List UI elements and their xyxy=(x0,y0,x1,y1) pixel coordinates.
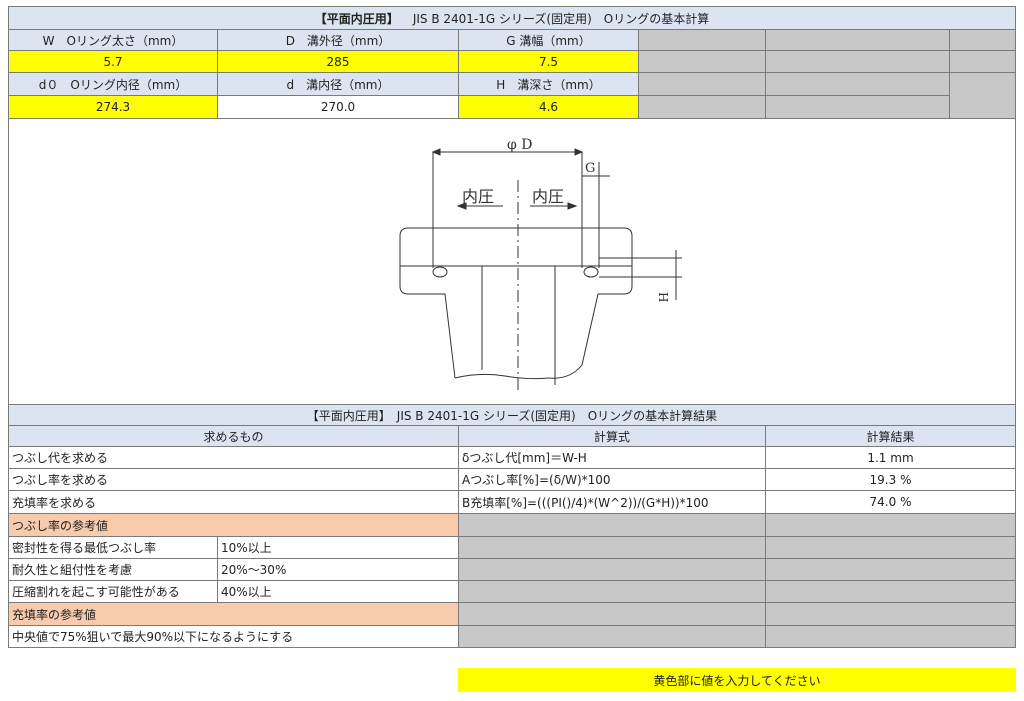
ref-value: 10%以上 xyxy=(217,536,459,559)
ref-label: 圧縮割れを起こす可能性がある xyxy=(8,580,218,603)
arrow-icon xyxy=(567,202,578,210)
empty-cell xyxy=(765,602,1016,626)
empty-cell xyxy=(458,580,766,603)
empty-cell xyxy=(458,602,766,626)
row-result: 19.3 % xyxy=(765,468,1016,491)
o-ring-right xyxy=(583,266,599,278)
empty-cell xyxy=(458,558,766,581)
top-table-title: 【平面内圧用】 JIS B 2401-1G シリーズ(固定用) Oリングの基本計… xyxy=(8,6,1016,30)
label-pressure-left: 内圧 xyxy=(462,187,494,206)
label-H: H 溝深さ（mm） xyxy=(458,72,639,96)
ref-fill-title: 充填率の参考値 xyxy=(8,602,459,626)
label-d0: d０ Oリング内径（mm） xyxy=(8,72,218,96)
result-title: 【平面内圧用】 JIS B 2401-1G シリーズ(固定用) Oリングの基本計… xyxy=(8,404,1016,426)
input-d0[interactable]: 274.3 xyxy=(8,95,218,119)
empty-cell xyxy=(765,536,1016,559)
arrow-icon xyxy=(456,202,467,210)
ref-label: 密封性を得る最低つぶし率 xyxy=(8,536,218,559)
label-H-dim: H xyxy=(656,292,670,302)
ref-compression-title: つぶし率の参考値 xyxy=(8,513,459,537)
empty-cell xyxy=(765,580,1016,603)
empty-cell xyxy=(458,536,766,559)
empty-cell xyxy=(458,625,766,648)
label-d: d 溝内径（mm） xyxy=(217,72,459,96)
row-item: つぶし率を求める xyxy=(8,468,459,491)
label-G-dim: G xyxy=(585,161,595,176)
flange-outline xyxy=(399,227,633,379)
row-result: 74.0 % xyxy=(765,490,1016,514)
label-phiD: φ D xyxy=(507,137,532,153)
o-ring-left xyxy=(432,266,448,278)
empty-cell xyxy=(765,558,1016,581)
top-title-bold: 【平面内圧用】 xyxy=(314,11,399,26)
header-result: 計算結果 xyxy=(765,425,1016,447)
row-result: 1.1 mm xyxy=(765,446,1016,469)
input-G[interactable]: 7.5 xyxy=(458,50,639,73)
label-pressure-right: 内圧 xyxy=(532,187,564,206)
drawing-frame xyxy=(8,118,1016,405)
row-formula: B充填率[%]=(((PI()/4)*(W^2))/(G*H))*100 xyxy=(458,490,766,514)
row-formula: δつぶし代[mm]＝W-H xyxy=(458,446,766,469)
header-formula: 計算式 xyxy=(458,425,766,447)
footer-note: 黄色部に値を入力してください xyxy=(458,668,1016,692)
ref-value: 20%～30% xyxy=(217,558,459,581)
header-item: 求めるもの xyxy=(8,425,459,447)
ref-label: 耐久性と組付性を考慮 xyxy=(8,558,218,581)
arrow-icon xyxy=(574,148,584,156)
break-line xyxy=(454,373,549,380)
empty-cell xyxy=(638,72,766,96)
arrow-icon xyxy=(431,148,441,156)
label-G: G 溝幅（mm） xyxy=(458,29,639,51)
top-title-rest: JIS B 2401-1G シリーズ(固定用) Oリングの基本計算 xyxy=(412,11,710,26)
ref-value: 40%以上 xyxy=(217,580,459,603)
empty-cell xyxy=(765,625,1016,648)
empty-cell xyxy=(765,513,1016,537)
row-item: つぶし代を求める xyxy=(8,446,459,469)
row-item: 充填率を求める xyxy=(8,490,459,514)
ref-fill-row: 中央値で75%狙いで最大90%以下になるようにする xyxy=(8,625,459,648)
empty-cell xyxy=(458,513,766,537)
empty-cell xyxy=(765,72,950,96)
row-formula: Aつぶし率[%]=(δ/W)*100 xyxy=(458,468,766,491)
